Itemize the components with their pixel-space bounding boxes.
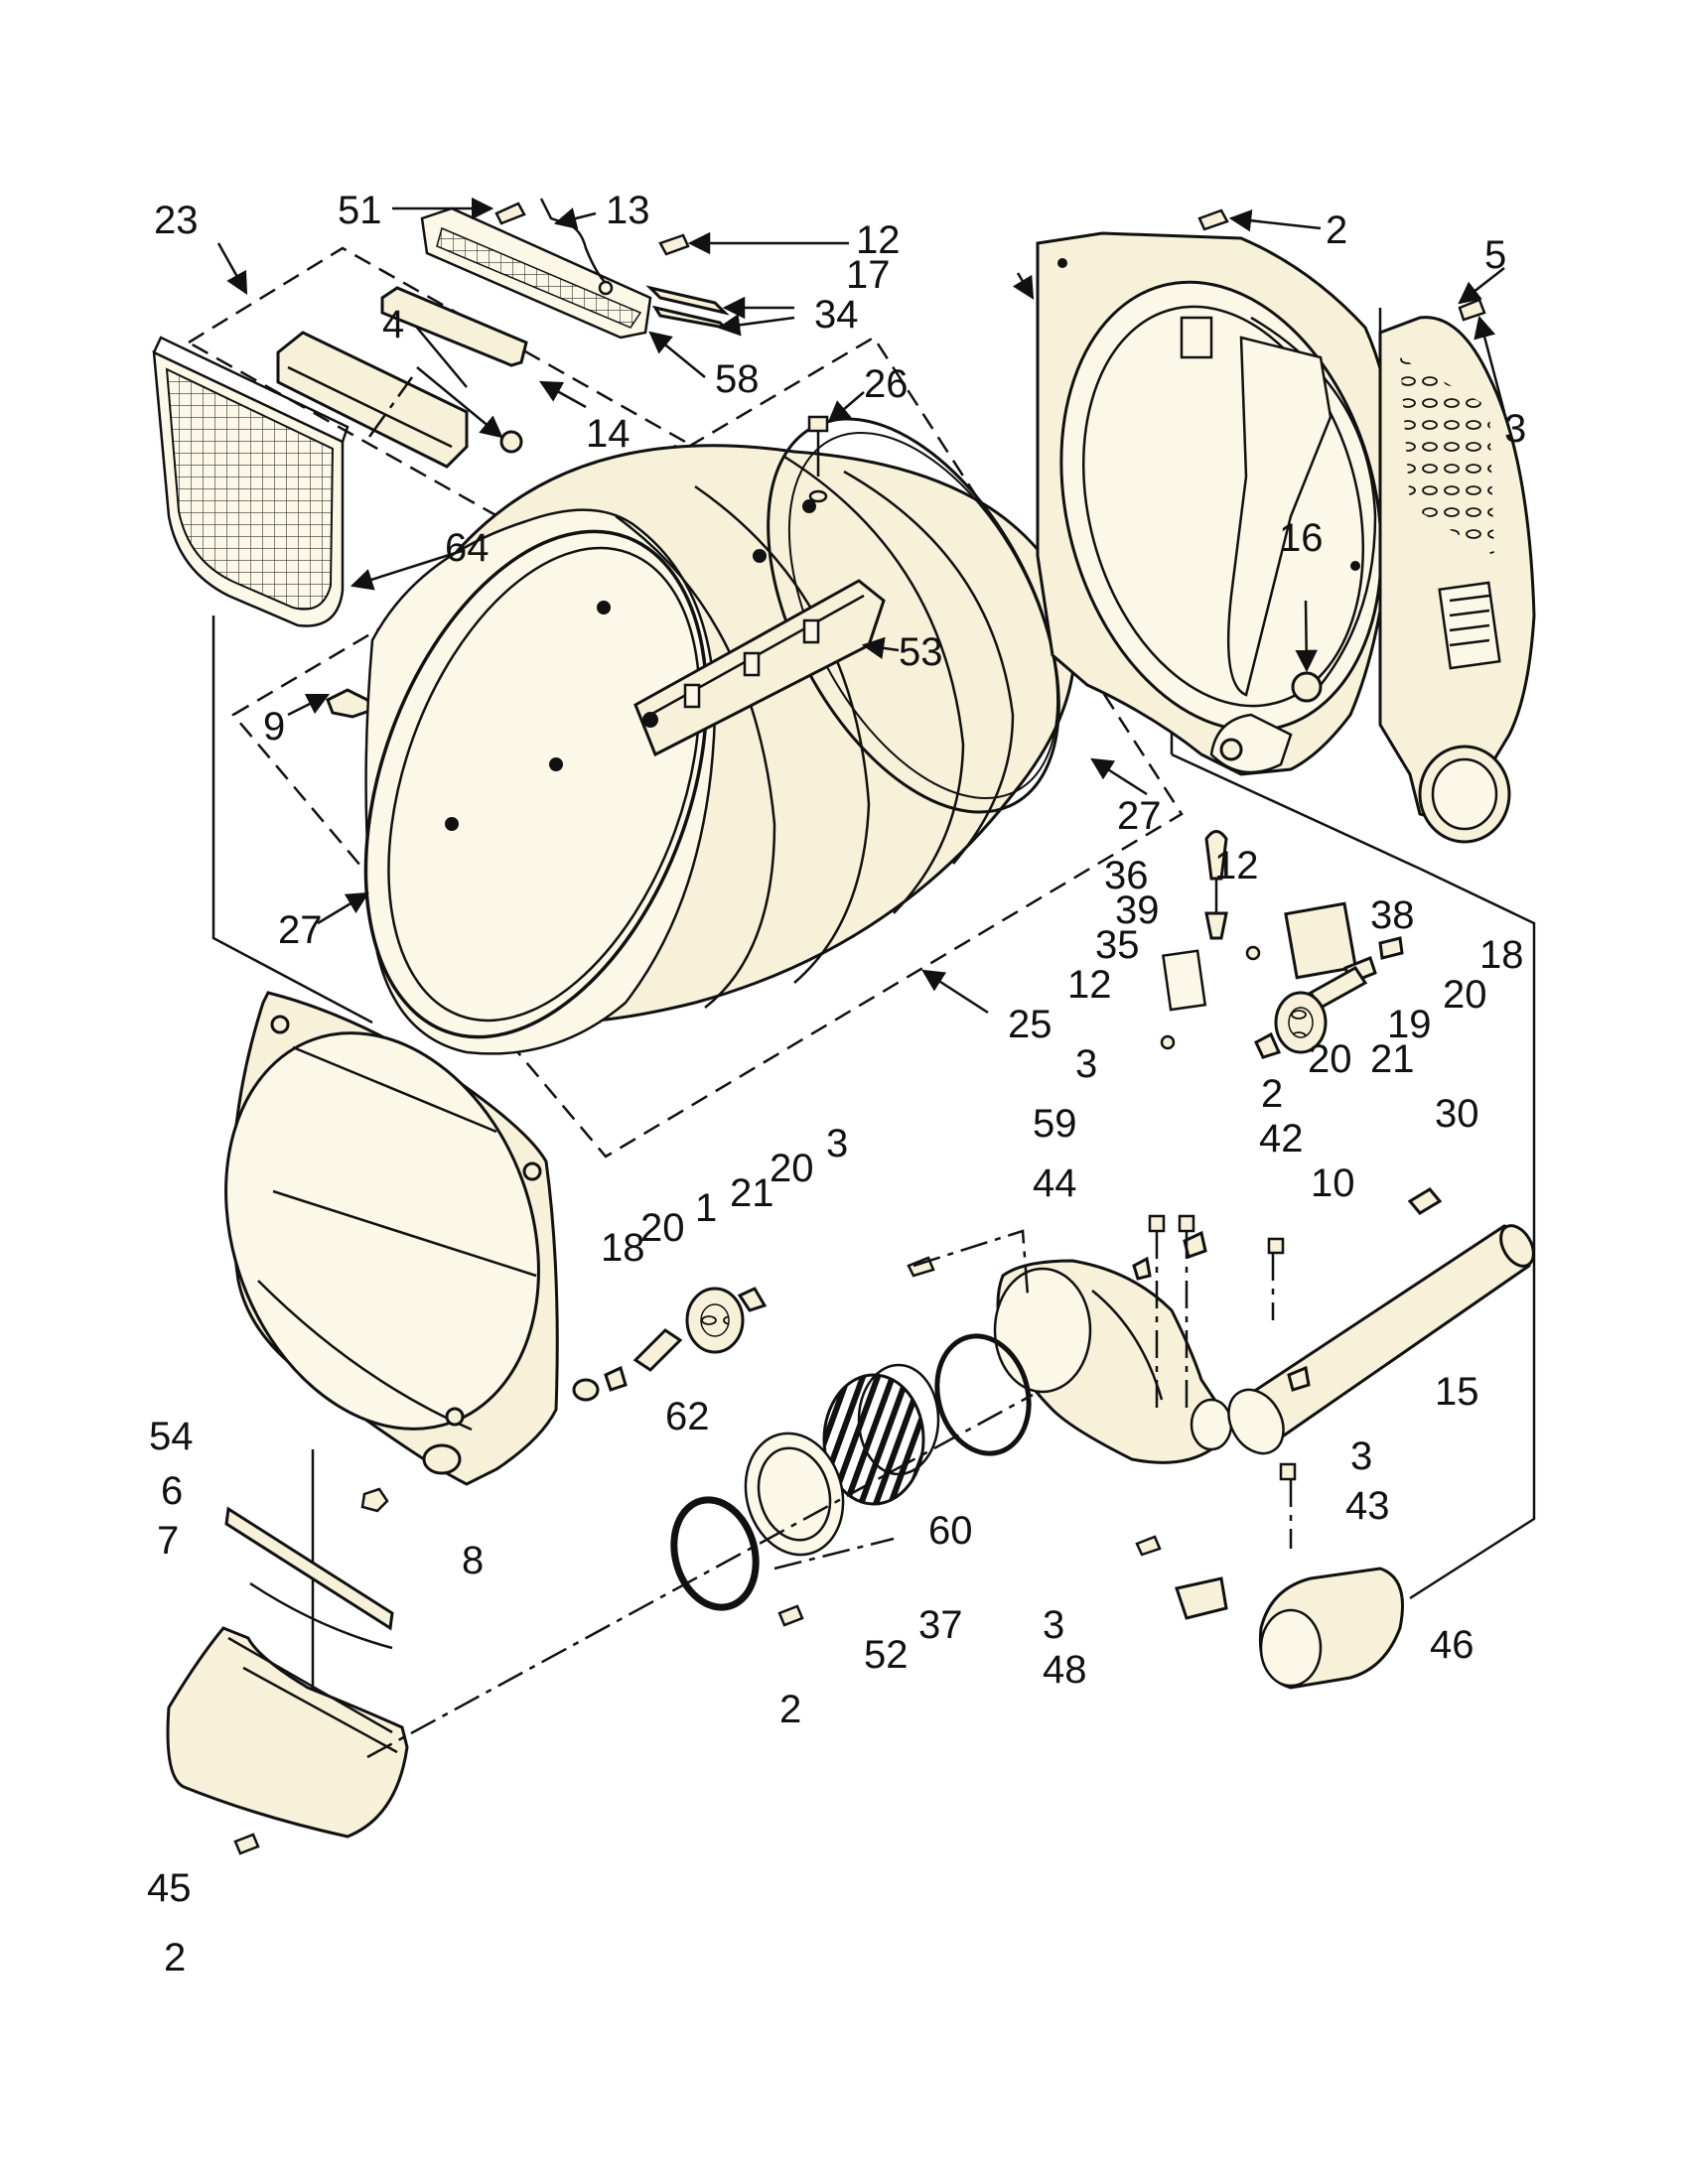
- callout-labels: 23 51 13 12 34 58 4 14 64 9 26 53 27 27 …: [147, 189, 1526, 1979]
- drum: [363, 417, 1076, 1055]
- bracket: [1175, 1576, 1228, 1620]
- callout-21a: 21: [1370, 1037, 1415, 1081]
- callout-12a: 12: [856, 218, 901, 262]
- callout-37: 37: [918, 1603, 963, 1647]
- front-roller-assembly: [572, 1287, 768, 1402]
- callout-20c: 20: [770, 1147, 814, 1190]
- blower-gasket: [934, 1333, 1032, 1456]
- callout-18b: 18: [601, 1226, 645, 1270]
- callout-5: 5: [1484, 233, 1506, 277]
- callout-25: 25: [1008, 1003, 1052, 1046]
- lint-duct-housing: [276, 286, 528, 469]
- callout-1: 1: [695, 1186, 717, 1230]
- small-clips: [1132, 1187, 1443, 1392]
- callout-27a: 27: [1117, 794, 1162, 838]
- callout-21b: 21: [730, 1171, 774, 1215]
- blower-cover: [744, 1432, 845, 1557]
- blower-housing: [993, 1259, 1233, 1464]
- callout-45: 45: [147, 1866, 192, 1910]
- callout-8: 8: [462, 1539, 484, 1582]
- callout-20d: 20: [640, 1206, 685, 1250]
- callout-2c: 2: [779, 1688, 801, 1731]
- callout-30: 30: [1435, 1092, 1479, 1136]
- blower-wheel: [822, 1363, 940, 1506]
- callout-2d: 2: [164, 1936, 186, 1979]
- rear-bulkhead: [1036, 231, 1396, 776]
- heater-housing: [1378, 316, 1536, 844]
- callout-2a: 2: [1326, 208, 1347, 252]
- exhaust-elbow: [1258, 1567, 1404, 1690]
- callout-3b: 3: [1075, 1042, 1097, 1086]
- callout-34: 34: [814, 293, 859, 337]
- callout-58: 58: [715, 357, 760, 401]
- callout-3a: 3: [1504, 407, 1526, 451]
- callout-10: 10: [1311, 1161, 1355, 1205]
- callout-62: 62: [665, 1395, 710, 1438]
- callout-39: 39: [1115, 888, 1160, 932]
- lint-assembly-outline: [186, 246, 688, 523]
- callout-46: 46: [1430, 1623, 1474, 1667]
- callout-20a: 20: [1443, 973, 1487, 1017]
- front-duct: [166, 1626, 409, 1839]
- callout-60: 60: [928, 1509, 973, 1553]
- callout-6: 6: [161, 1469, 183, 1513]
- bearing: [1291, 671, 1323, 703]
- callout-13: 13: [606, 189, 650, 232]
- callout-27b: 27: [278, 908, 323, 952]
- callout-26: 26: [864, 362, 909, 406]
- callout-59: 59: [1033, 1102, 1077, 1146]
- callout-54: 54: [149, 1415, 194, 1458]
- callout-35: 35: [1095, 923, 1140, 967]
- callout-9: 9: [263, 705, 285, 749]
- callout-14: 14: [586, 412, 631, 456]
- callout-3c: 3: [826, 1122, 848, 1165]
- callout-43: 43: [1345, 1484, 1390, 1528]
- callout-51: 51: [338, 189, 382, 232]
- lint-grille: [420, 206, 652, 340]
- front-bulkhead: [224, 991, 559, 1486]
- seal-ring: [670, 1496, 760, 1611]
- callout-18a: 18: [1479, 933, 1524, 977]
- callout-3d: 3: [1350, 1434, 1372, 1478]
- callout-20b: 20: [1308, 1037, 1352, 1081]
- callout-12c: 12: [1067, 963, 1112, 1007]
- lint-screen: [152, 336, 350, 627]
- trim-strips: [224, 1506, 394, 1650]
- lint-seals: [645, 285, 730, 331]
- rear-roller-assembly: [1160, 830, 1404, 1059]
- callout-38: 38: [1370, 893, 1415, 937]
- callout-48: 48: [1043, 1648, 1087, 1692]
- callout-2b: 2: [1261, 1072, 1283, 1116]
- nut: [360, 1487, 389, 1513]
- callout-53: 53: [899, 630, 943, 674]
- callout-19: 19: [1387, 1003, 1432, 1046]
- drum-screw: [807, 415, 829, 503]
- callout-23: 23: [154, 199, 199, 242]
- exhaust-tube: [1227, 1224, 1535, 1455]
- callout-64: 64: [445, 526, 490, 570]
- callout-12b: 12: [1214, 844, 1259, 887]
- assembly-axis-lines: [366, 376, 1293, 1759]
- callout-52: 52: [864, 1633, 909, 1677]
- callout-36: 36: [1104, 854, 1149, 897]
- callout-44: 44: [1033, 1161, 1077, 1205]
- leader-arrows: [216, 197, 1506, 1015]
- callout-16: 16: [1279, 516, 1324, 560]
- drum-baffle: [633, 579, 886, 757]
- clip: [326, 688, 375, 719]
- callout-7: 7: [157, 1519, 179, 1563]
- callout-15: 15: [1435, 1370, 1479, 1414]
- callout-4: 4: [382, 303, 404, 346]
- callout-42: 42: [1259, 1117, 1304, 1160]
- callout-3e: 3: [1043, 1603, 1064, 1647]
- callout-17: 17: [846, 253, 891, 297]
